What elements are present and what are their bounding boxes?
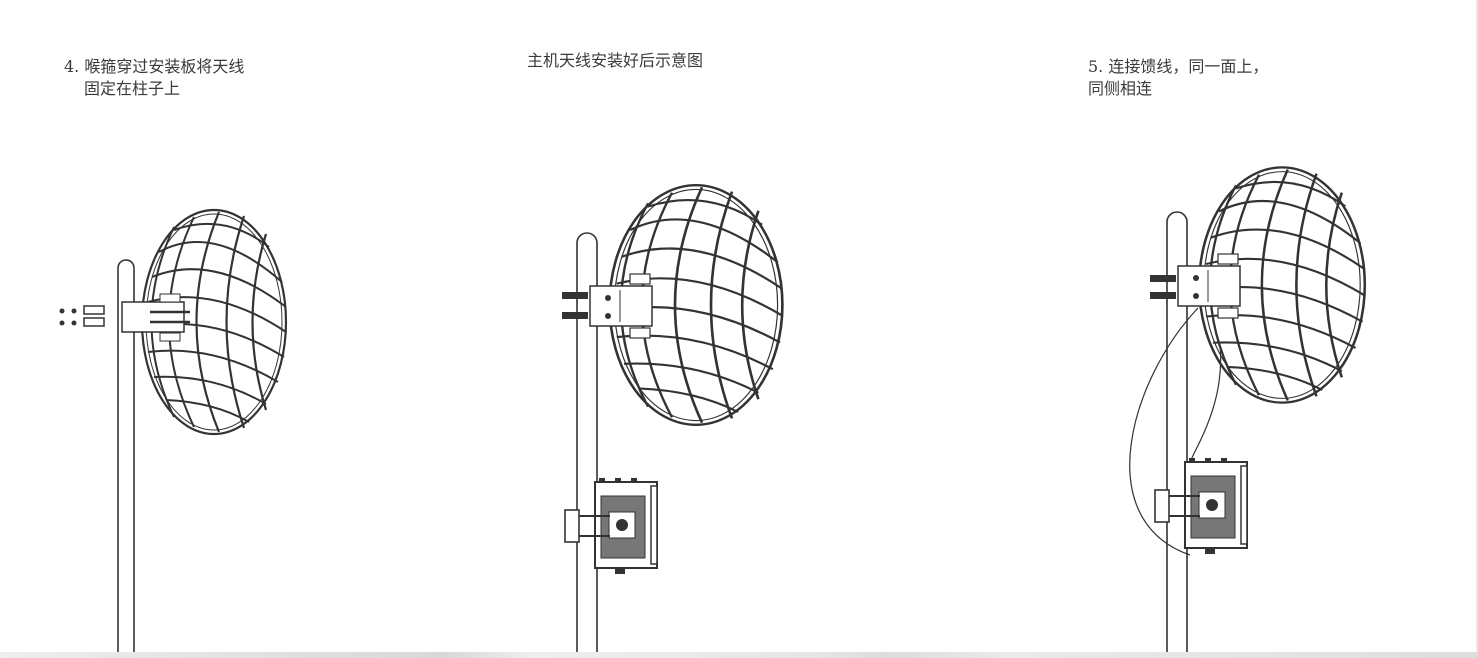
step-5-line-2: 同侧相连 [1088, 79, 1153, 98]
bottom-strip [0, 652, 1478, 658]
pole-3 [1166, 211, 1188, 652]
step-4-line-2: 固定在柱子上 [84, 79, 181, 98]
host-unit-3 [1184, 457, 1248, 555]
figure-overview [562, 183, 784, 652]
host-unit-2 [594, 477, 658, 575]
feeder-cables [1129, 307, 1222, 556]
overview-line-1: 主机天线安装好后示意图 [527, 51, 704, 70]
step-5-line-1: 5. 连接馈线，同一面上， [1088, 57, 1269, 76]
pole-2 [576, 232, 598, 652]
plate-bolts-3 [1150, 275, 1176, 299]
figure-step-5 [1129, 166, 1367, 652]
host-bracket-2 [564, 509, 580, 543]
step-4-line-1: 4. 喉箍穿过安装板将天线 [64, 57, 245, 76]
figure-step-4 [59, 208, 288, 652]
step-4-caption: 4. 喉箍穿过安装板将天线 固定在柱子上 [64, 56, 244, 100]
pole-1 [117, 259, 135, 652]
step-5-caption: 5. 连接馈线，同一面上， 同侧相连 [1088, 56, 1268, 100]
hose-clamp-parts [59, 305, 105, 327]
plate-bolts-2 [562, 292, 588, 319]
host-bracket-3 [1154, 489, 1170, 523]
page-edge [1476, 0, 1478, 658]
overview-caption: 主机天线安装好后示意图 [527, 50, 703, 72]
mounting-plate-1 [121, 301, 185, 333]
